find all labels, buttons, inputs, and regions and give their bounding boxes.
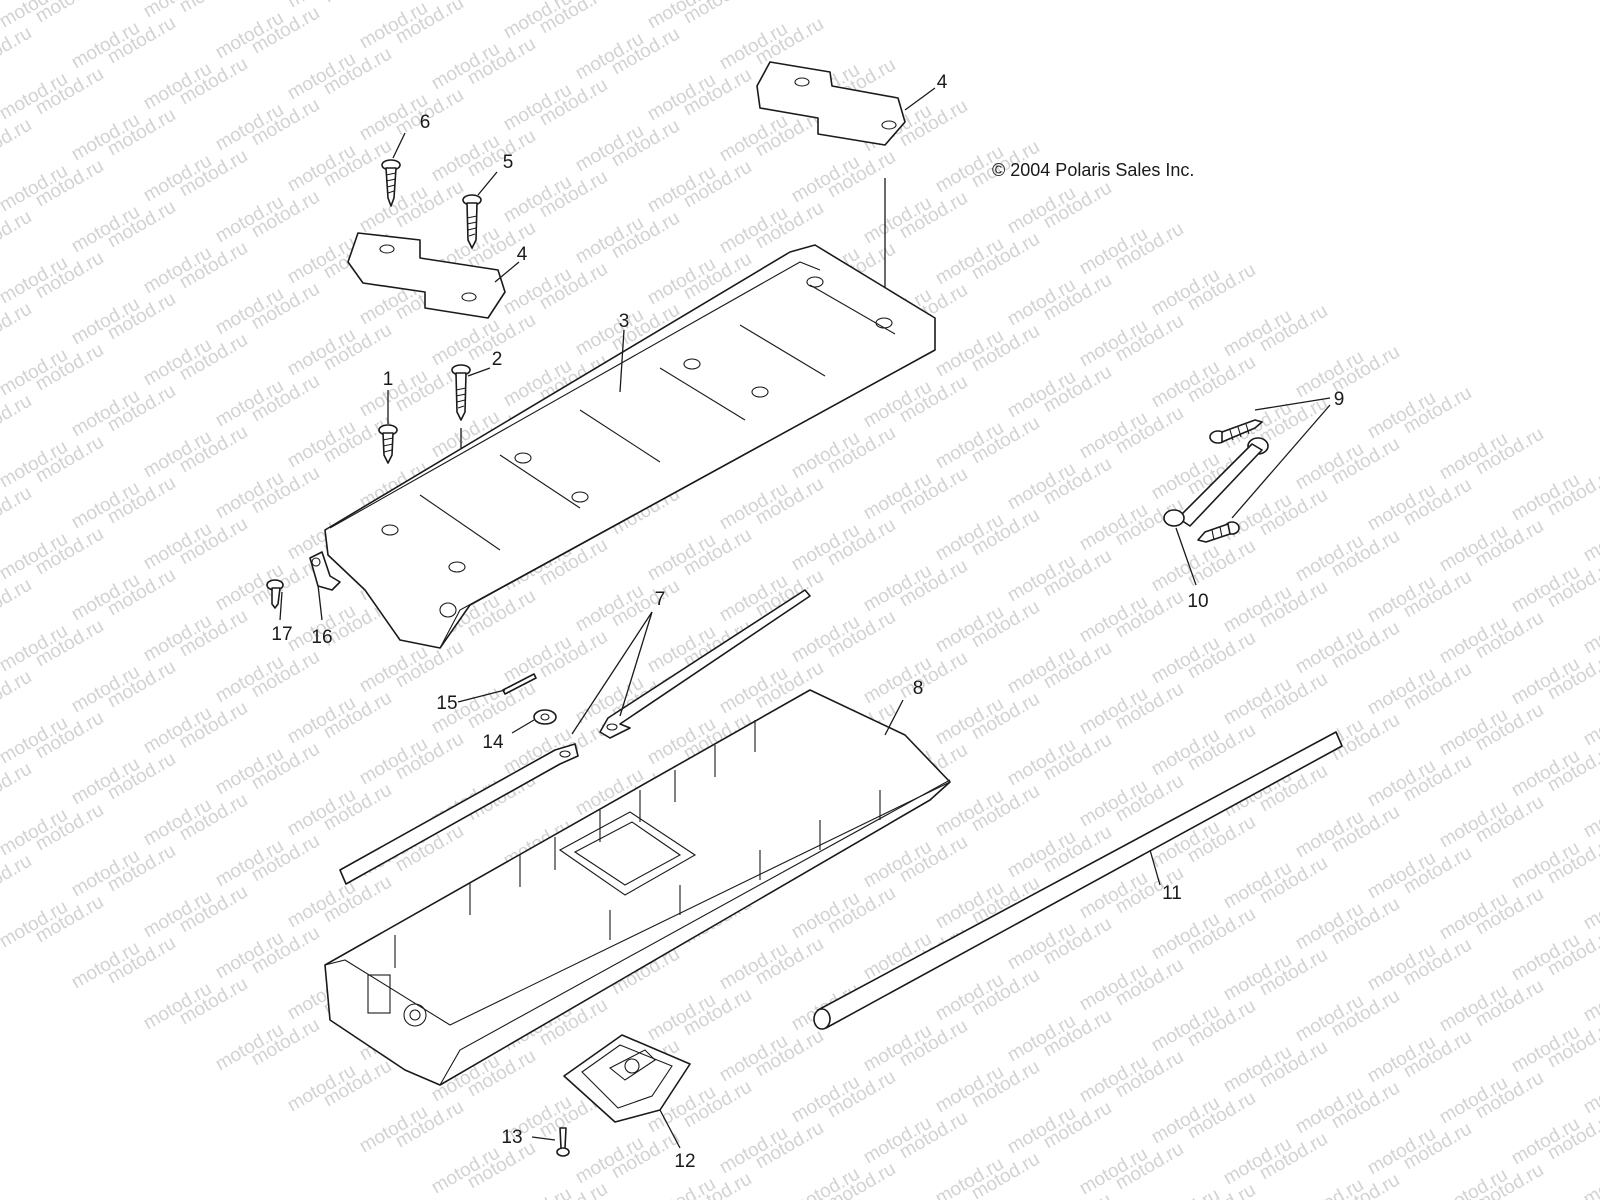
callout-13: 13: [501, 1127, 522, 1148]
part-14-washer: [511, 709, 557, 734]
part-13-screw: [531, 1127, 570, 1157]
callout-12: 12: [674, 1151, 695, 1172]
part-3-tunnel: [324, 244, 936, 649]
leader-16: [317, 584, 323, 621]
part-9-screws: [1197, 397, 1331, 543]
leader-5: [477, 171, 498, 196]
part-17-screw: [266, 579, 284, 609]
part-1-screw: [378, 424, 398, 464]
callout-14: 14: [482, 732, 504, 753]
part-11-tube: [813, 731, 1343, 1030]
callout-4-upper: 4: [937, 72, 948, 93]
leader-17: [279, 591, 283, 621]
callout-8: 8: [913, 678, 924, 699]
leader-3: [619, 329, 625, 393]
leader-6: [392, 132, 406, 159]
part-12-latch: [563, 1034, 691, 1149]
callout-17: 17: [271, 624, 292, 645]
leader-4b: [494, 261, 520, 283]
part-7-rails: [339, 589, 811, 885]
callout-6: 6: [420, 112, 431, 133]
part-6-screw: [381, 159, 401, 207]
callout-4-left: 4: [517, 244, 528, 265]
part-8-base: [324, 689, 951, 1086]
part-15-pin: [457, 673, 537, 703]
callout-10: 10: [1187, 591, 1208, 612]
part-10-rod: [1163, 437, 1269, 586]
callout-7: 7: [655, 589, 666, 610]
callout-9: 9: [1334, 389, 1345, 410]
callout-2: 2: [492, 349, 503, 370]
callout-16: 16: [311, 627, 332, 648]
part-4-plate-left: [347, 232, 506, 319]
part-5-screw: [462, 194, 482, 249]
callout-3: 3: [619, 311, 630, 332]
callout-15: 15: [436, 693, 457, 714]
callout-5: 5: [503, 152, 514, 173]
callout-11: 11: [1162, 883, 1182, 904]
leader-2: [467, 367, 491, 377]
copyright-notice: © 2004 Polaris Sales Inc.: [992, 160, 1195, 180]
callout-1: 1: [383, 369, 394, 390]
leader-4a: [904, 87, 936, 111]
